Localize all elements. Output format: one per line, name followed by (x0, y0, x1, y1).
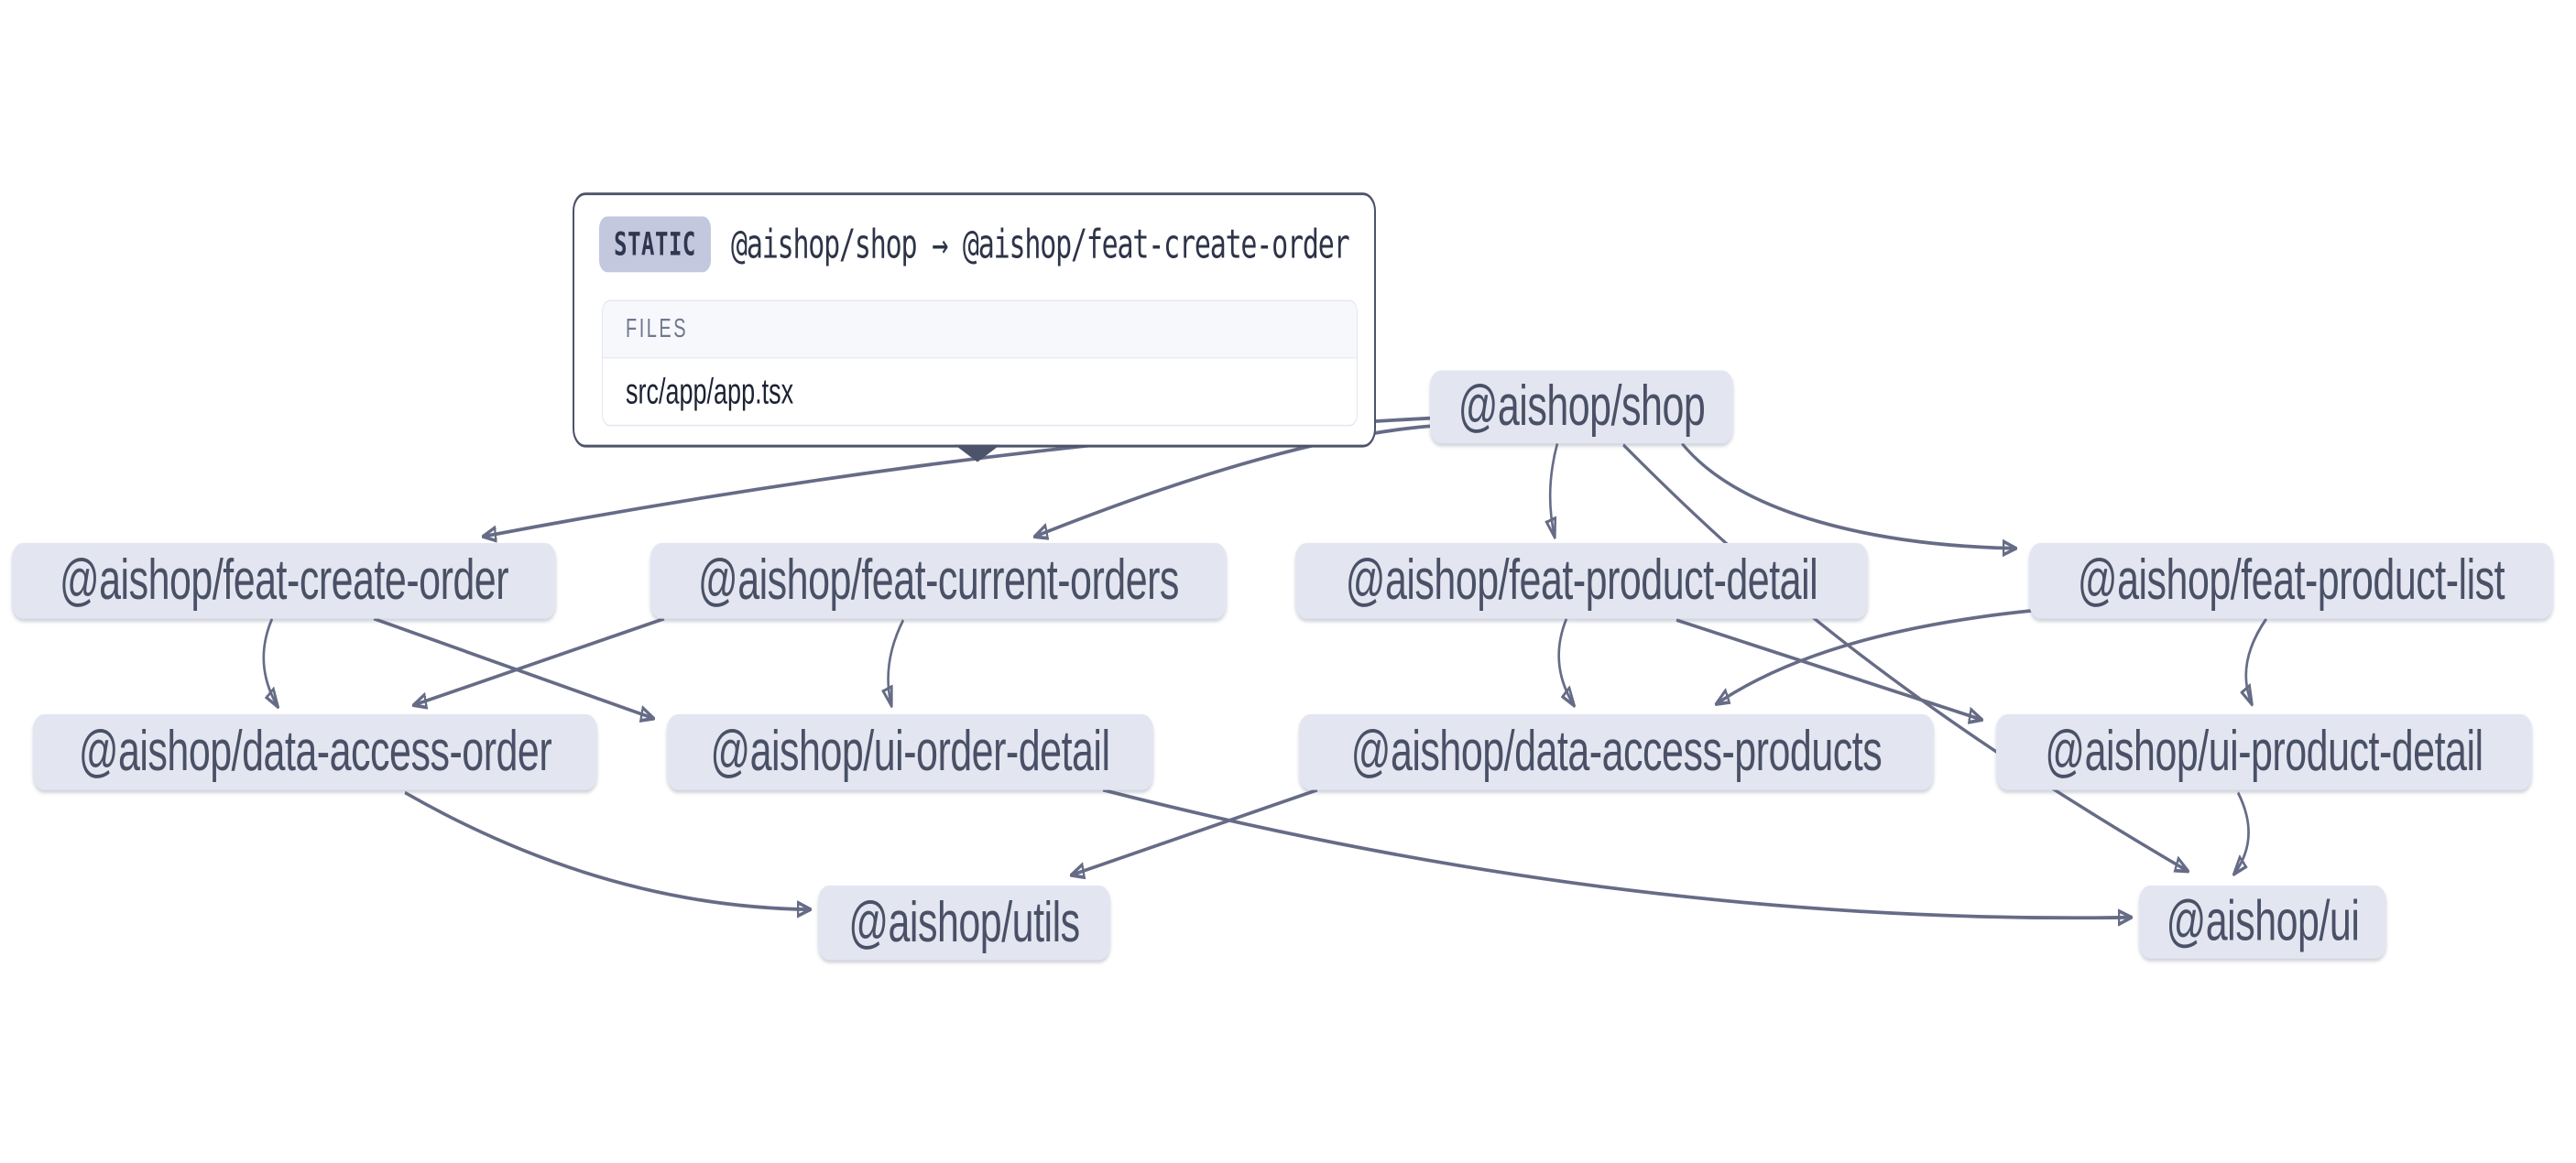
edge-shop-to-feat-current-orders[interactable] (1035, 424, 1431, 536)
edge-feat-current-orders-to-ui-order-detail[interactable] (889, 618, 905, 705)
edge-ui-order-detail-to-ui[interactable] (1102, 788, 2131, 918)
edge-feat-create-order-to-ui-order-detail[interactable] (373, 616, 653, 719)
edge-ui-product-detail-to-ui[interactable] (2234, 791, 2250, 874)
node-data-access-order[interactable]: @aishop/data-access-order (33, 713, 597, 790)
edge-feat-product-list-to-ui-product-detail[interactable] (2246, 617, 2267, 704)
node-ui-order-detail[interactable]: @aishop/ui-order-detail (667, 713, 1153, 790)
edge-feat-current-orders-to-data-access-order[interactable] (414, 616, 665, 705)
node-feat-product-list[interactable]: @aishop/feat-product-list (2029, 542, 2553, 619)
edge-files-header: FILES (603, 301, 1357, 359)
edge-type-badge: STATIC (599, 216, 711, 273)
edge-shop-to-ui[interactable] (1622, 443, 2188, 871)
edge-feat-product-detail-to-ui-product-detail[interactable] (1675, 618, 1981, 720)
node-ui-product-detail[interactable]: @aishop/ui-product-detail (1996, 713, 2532, 790)
edge-shop-to-feat-product-detail[interactable] (1550, 442, 1559, 536)
node-ui[interactable]: @aishop/ui (2139, 886, 2386, 959)
tooltip-caret-icon (955, 444, 1000, 462)
edge-file-item: src/app/app.tsx (626, 371, 794, 412)
edge-feat-product-detail-to-data-access-products[interactable] (1557, 617, 1574, 705)
edge-shop-to-feat-product-list[interactable] (1681, 441, 2015, 549)
edge-data-access-order-to-utils[interactable] (404, 790, 810, 910)
node-utils[interactable]: @aishop/utils (818, 886, 1110, 961)
node-feat-product-detail[interactable]: @aishop/feat-product-detail (1295, 542, 1868, 619)
edge-tooltip-title: @aishop/shop → @aishop/feat-create-order (731, 221, 1350, 268)
edge-feat-create-order-to-data-access-order[interactable] (262, 617, 278, 707)
node-feat-create-order[interactable]: @aishop/feat-create-order (12, 542, 556, 619)
edge-data-access-products-to-utils[interactable] (1072, 788, 1318, 875)
edge-tooltip: STATIC @aishop/shop → @aishop/feat-creat… (573, 192, 1376, 448)
node-feat-current-orders[interactable]: @aishop/feat-current-orders (650, 542, 1227, 619)
edge-tooltip-header: STATIC @aishop/shop → @aishop/feat-creat… (599, 216, 1374, 273)
edge-feat-product-list-to-data-access-products[interactable] (1717, 609, 2033, 703)
edge-files-panel: FILES src/app/app.tsx (602, 299, 1358, 427)
node-shop[interactable]: @aishop/shop (1430, 370, 1733, 444)
node-data-access-products[interactable]: @aishop/data-access-products (1299, 713, 1934, 790)
